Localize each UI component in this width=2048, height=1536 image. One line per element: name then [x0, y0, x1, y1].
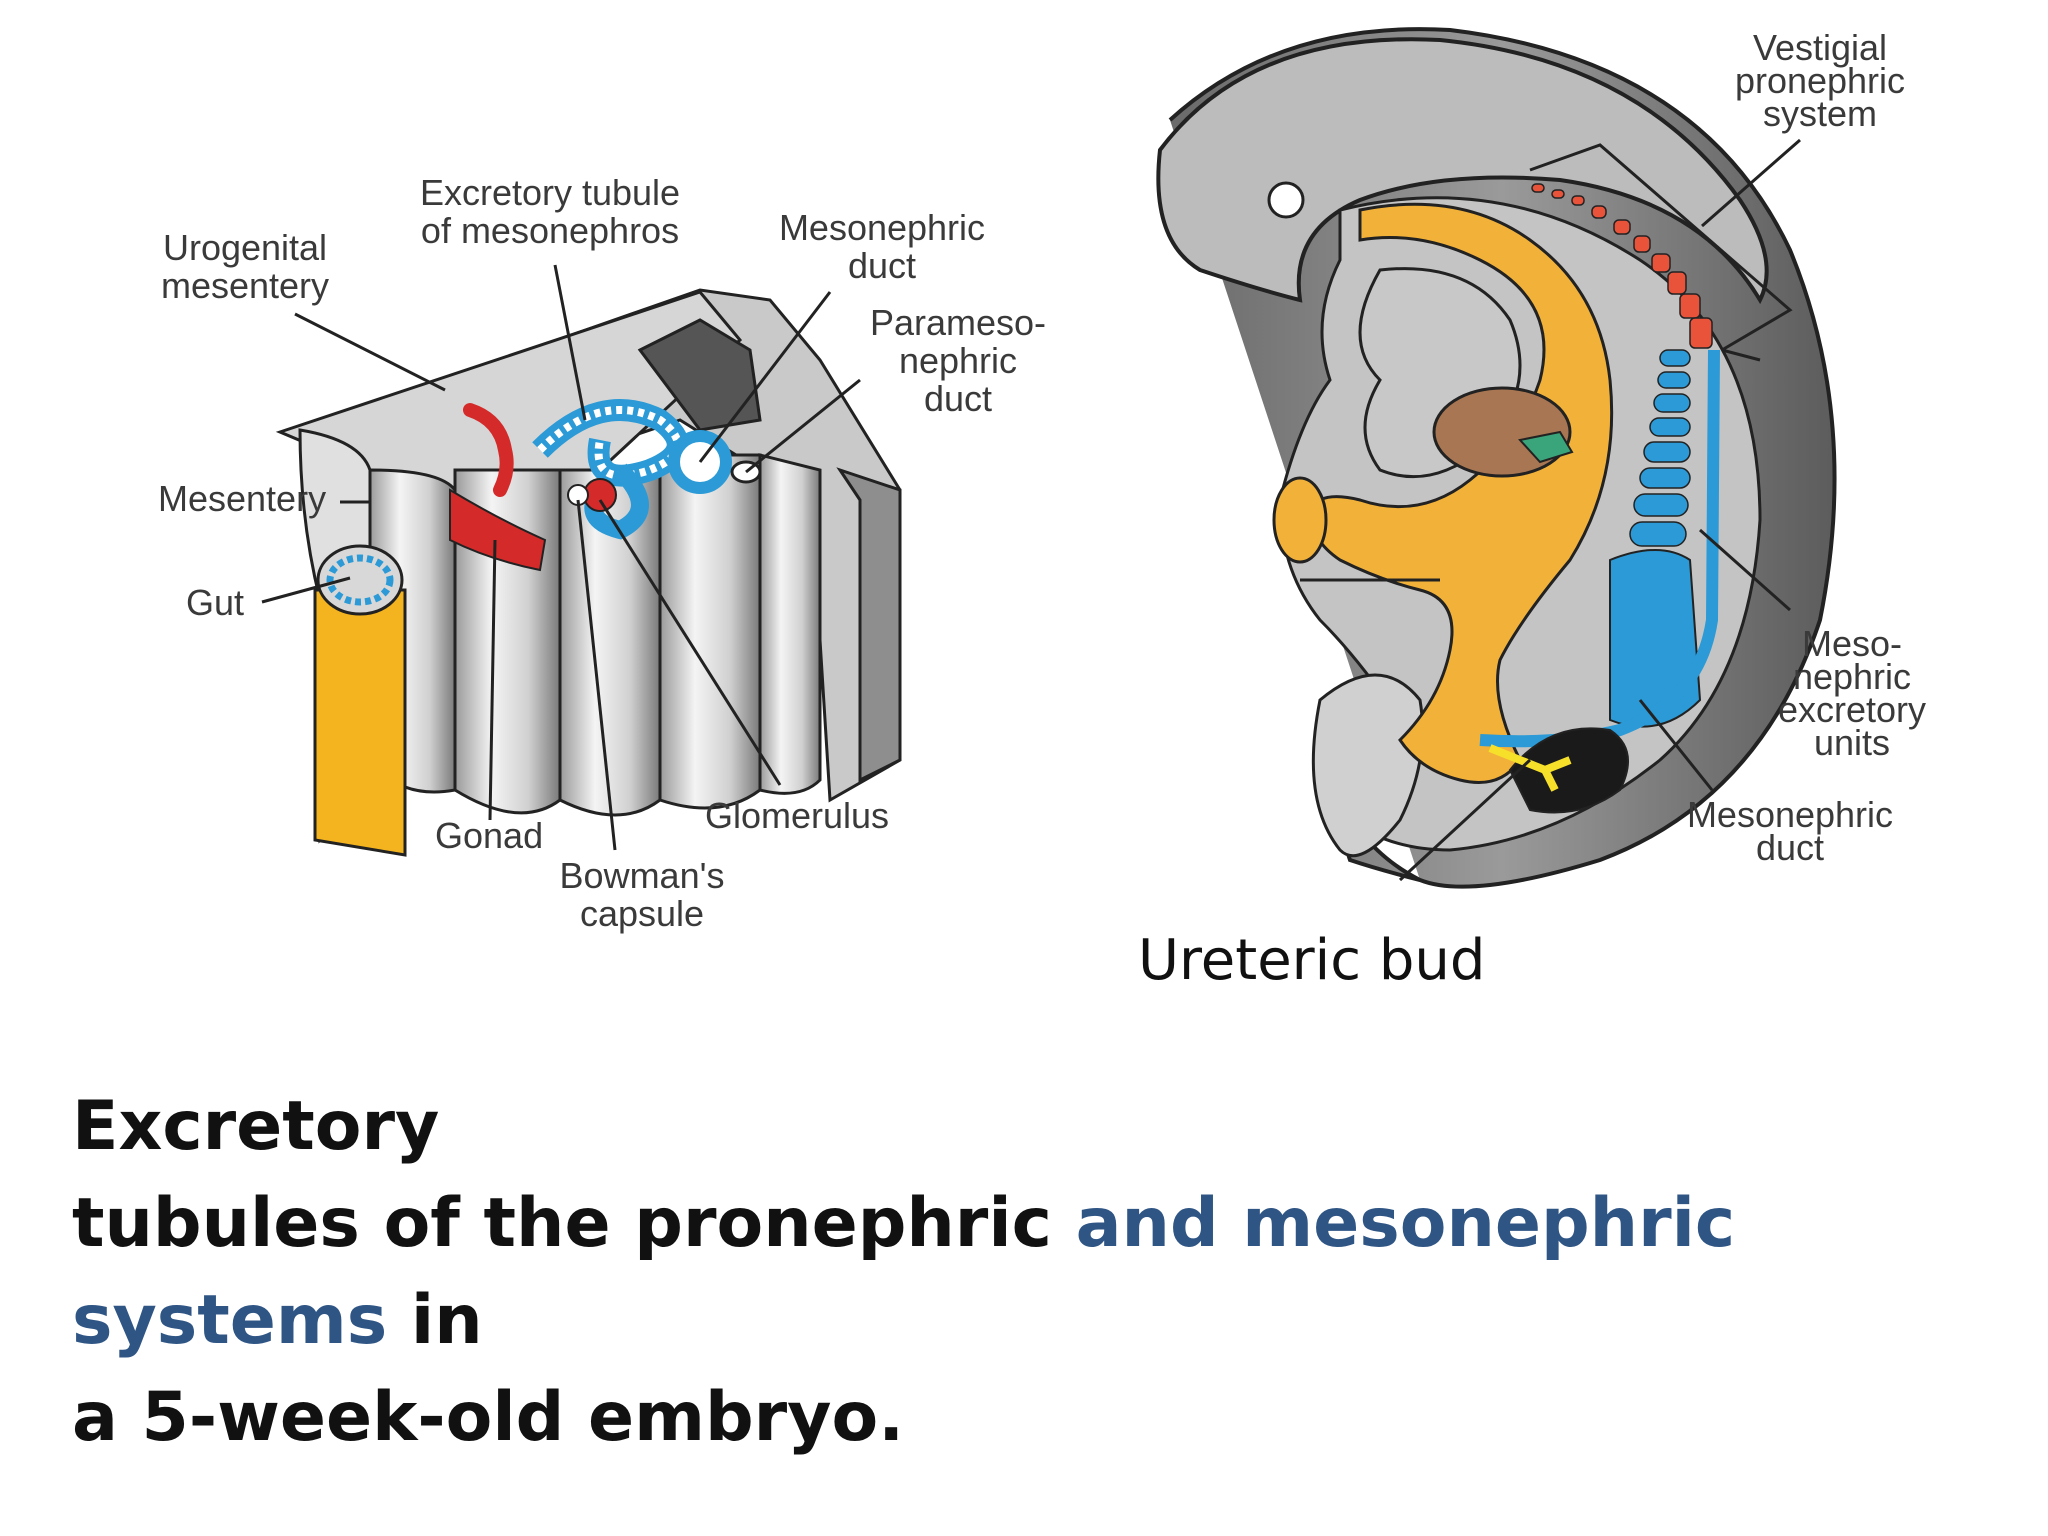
gut-tube	[313, 588, 407, 857]
eye-vesicle	[1267, 181, 1305, 219]
embryo-head	[1156, 37, 1769, 305]
label-mesonephric-duct-r-1: Mesonephric	[1687, 794, 1893, 835]
label-mesentery: Mesentery	[158, 478, 326, 519]
label-gonad: Gonad	[435, 815, 543, 856]
mesonephric-excretory-units	[1629, 349, 1691, 547]
slide-caption: Excretory tubules of the pronephric and …	[72, 1078, 1972, 1466]
label-urogenital-2: mesentery	[161, 265, 329, 306]
caption-line-1: Excretory	[72, 1087, 440, 1166]
label-bowmans-1: Bowman's	[560, 855, 725, 896]
mesonephros-body	[1609, 549, 1702, 728]
label-excretory-units-4: units	[1814, 722, 1890, 763]
gonad	[449, 488, 547, 572]
caption-line-2: tubules of the pronephric and mesonephri…	[72, 1175, 1972, 1369]
mesonephros-cross-section: Excretory tubule of mesonephros Urogenit…	[158, 172, 1046, 934]
leader-lines-right	[1398, 138, 1801, 882]
right-wall	[836, 467, 902, 783]
label-ureteric-bud: Ureteric bud	[1138, 928, 1486, 993]
caption-line-2-start: tubules of the pronephric	[72, 1184, 1076, 1263]
leader-lines-left	[261, 264, 861, 851]
metanephric-blastema	[1508, 727, 1629, 814]
label-vestigial-2: pronephric	[1735, 60, 1905, 101]
pronephric-tubules	[1531, 183, 1713, 349]
label-mesonephric-duct-l-1: Mesonephric	[779, 207, 985, 248]
label-excretory-units-3: excretory	[1778, 689, 1926, 730]
ureteric-bud-shape	[1488, 744, 1572, 792]
label-mesonephric-duct-r-2: duct	[1756, 827, 1824, 868]
gut-epithelium	[326, 554, 394, 606]
label-bowmans-2: capsule	[580, 893, 704, 934]
label-mesonephric-duct-l-2: duct	[848, 245, 916, 286]
embryo-diagram: Vestigial pronephric system Meso- nephri…	[1156, 27, 1926, 889]
label-paramesonephric-2: nephric	[899, 340, 1017, 381]
label-glomerulus: Glomerulus	[705, 795, 889, 836]
label-paramesonephric-1: Parameso-	[870, 302, 1046, 343]
tail-fold	[1311, 673, 1424, 858]
caption-line-2-end: in	[387, 1281, 483, 1360]
label-paramesonephric-3: duct	[924, 378, 992, 419]
mesonephric-duct-line	[1479, 349, 1720, 748]
label-excretory-tubule-2: of mesonephros	[421, 210, 679, 251]
label-urogenital-1: Urogenital	[163, 227, 327, 268]
yolk-stalk	[1272, 476, 1328, 564]
caption-highlight: and mesonephric systems	[72, 1184, 1736, 1360]
mesentery-vessel	[463, 403, 514, 497]
cavity-shadow	[637, 318, 762, 432]
pancreas-bud	[1518, 430, 1574, 464]
label-excretory-units-1: Meso-	[1802, 623, 1902, 664]
ridge-4	[758, 453, 822, 795]
label-vestigial-1: Vestigial	[1753, 27, 1887, 68]
excretory-tubule-lumen	[537, 406, 682, 480]
caption-line-3: a 5-week-old embryo.	[72, 1378, 905, 1457]
label-excretory-tubule-1: Excretory tubule	[420, 172, 680, 213]
label-excretory-units-2: nephric	[1793, 656, 1911, 697]
liver	[1432, 386, 1572, 478]
label-gut: Gut	[186, 582, 244, 623]
ridge-3	[658, 453, 762, 810]
label-vestigial-3: system	[1763, 93, 1877, 134]
